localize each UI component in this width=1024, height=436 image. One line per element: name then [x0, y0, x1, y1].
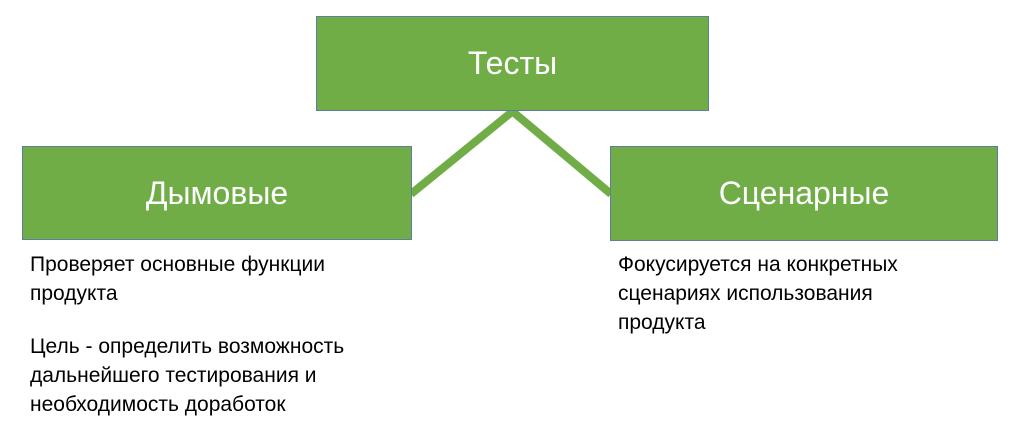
connector-root-to-scenario: [509, 107, 614, 198]
note-scenario: Фокусируется на конкретных сценариях исп…: [618, 250, 1008, 337]
note-smoke-paragraph-2: Цель - определить возможность дальнейшег…: [30, 335, 345, 416]
node-tests: Тесты: [316, 16, 709, 111]
connector-root-to-smoke: [408, 107, 516, 198]
note-smoke: Проверяет основные функции продукта Цель…: [30, 250, 430, 419]
node-tests-label: Тесты: [467, 45, 558, 81]
node-scenario: Сценарные: [610, 146, 998, 241]
node-scenario-label: Сценарные: [718, 175, 890, 211]
note-smoke-paragraph-1: Проверяет основные функции продукта: [30, 253, 325, 305]
node-smoke-label: Дымовые: [145, 174, 289, 211]
node-smoke: Дымовые: [22, 146, 412, 240]
note-scenario-paragraph-1: Фокусируется на конкретных сценариях исп…: [618, 253, 898, 334]
